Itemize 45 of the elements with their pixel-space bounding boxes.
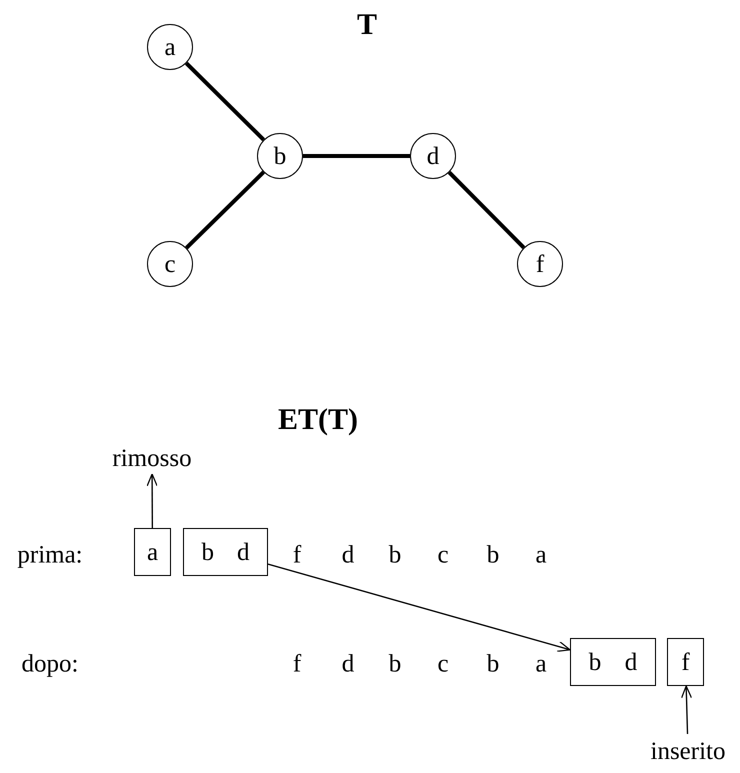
sequence-letter: c <box>437 652 449 676</box>
tree-edge <box>303 154 410 158</box>
arrow <box>146 473 158 528</box>
tree-edge <box>185 170 265 250</box>
sequence-box <box>183 528 268 576</box>
tree-edge <box>184 62 266 142</box>
sequence-box <box>570 638 656 686</box>
tree-node-circle <box>410 133 456 179</box>
sequence-letter: d <box>342 542 354 568</box>
arrow <box>268 563 571 652</box>
node-letter: b <box>588 650 602 674</box>
sequence-letter: a <box>535 652 547 676</box>
node-letter: a <box>164 34 176 60</box>
sequence-letter: b <box>486 652 500 676</box>
node-letter: d <box>237 540 250 564</box>
arrow <box>680 685 692 734</box>
node-letter: d <box>426 144 440 168</box>
tree-edge <box>448 170 526 250</box>
node-letter: d <box>624 650 638 674</box>
tree-node-circle <box>257 133 303 179</box>
annotation-label: rimosso <box>112 446 192 470</box>
sequence-letter: b <box>388 652 402 676</box>
node-letter: b <box>202 540 214 564</box>
annotation-label: inserito <box>650 738 726 764</box>
sequence-letter: a <box>535 542 547 568</box>
node-letter: f <box>681 650 690 674</box>
tree-node-circle <box>147 241 193 287</box>
heading: ET(T) <box>278 405 358 435</box>
sequence-box <box>667 638 704 686</box>
node-letter: f <box>536 252 544 276</box>
row-label: dopo: <box>22 652 78 676</box>
sequence-letter: b <box>486 542 500 568</box>
sequence-letter: f <box>292 652 302 676</box>
row-label: prima: <box>17 542 83 568</box>
tree-node-circle <box>147 24 193 70</box>
node-letter: c <box>164 252 176 276</box>
sequence-box <box>134 528 171 576</box>
sequence-letter: c <box>437 542 449 568</box>
node-letter: b <box>274 144 286 168</box>
tree-node-circle <box>517 241 563 287</box>
heading: T <box>357 10 377 40</box>
sequence-letter: f <box>292 542 302 568</box>
sequence-letter: d <box>342 652 354 676</box>
sequence-letter: b <box>388 542 402 568</box>
node-letter: a <box>146 540 158 564</box>
